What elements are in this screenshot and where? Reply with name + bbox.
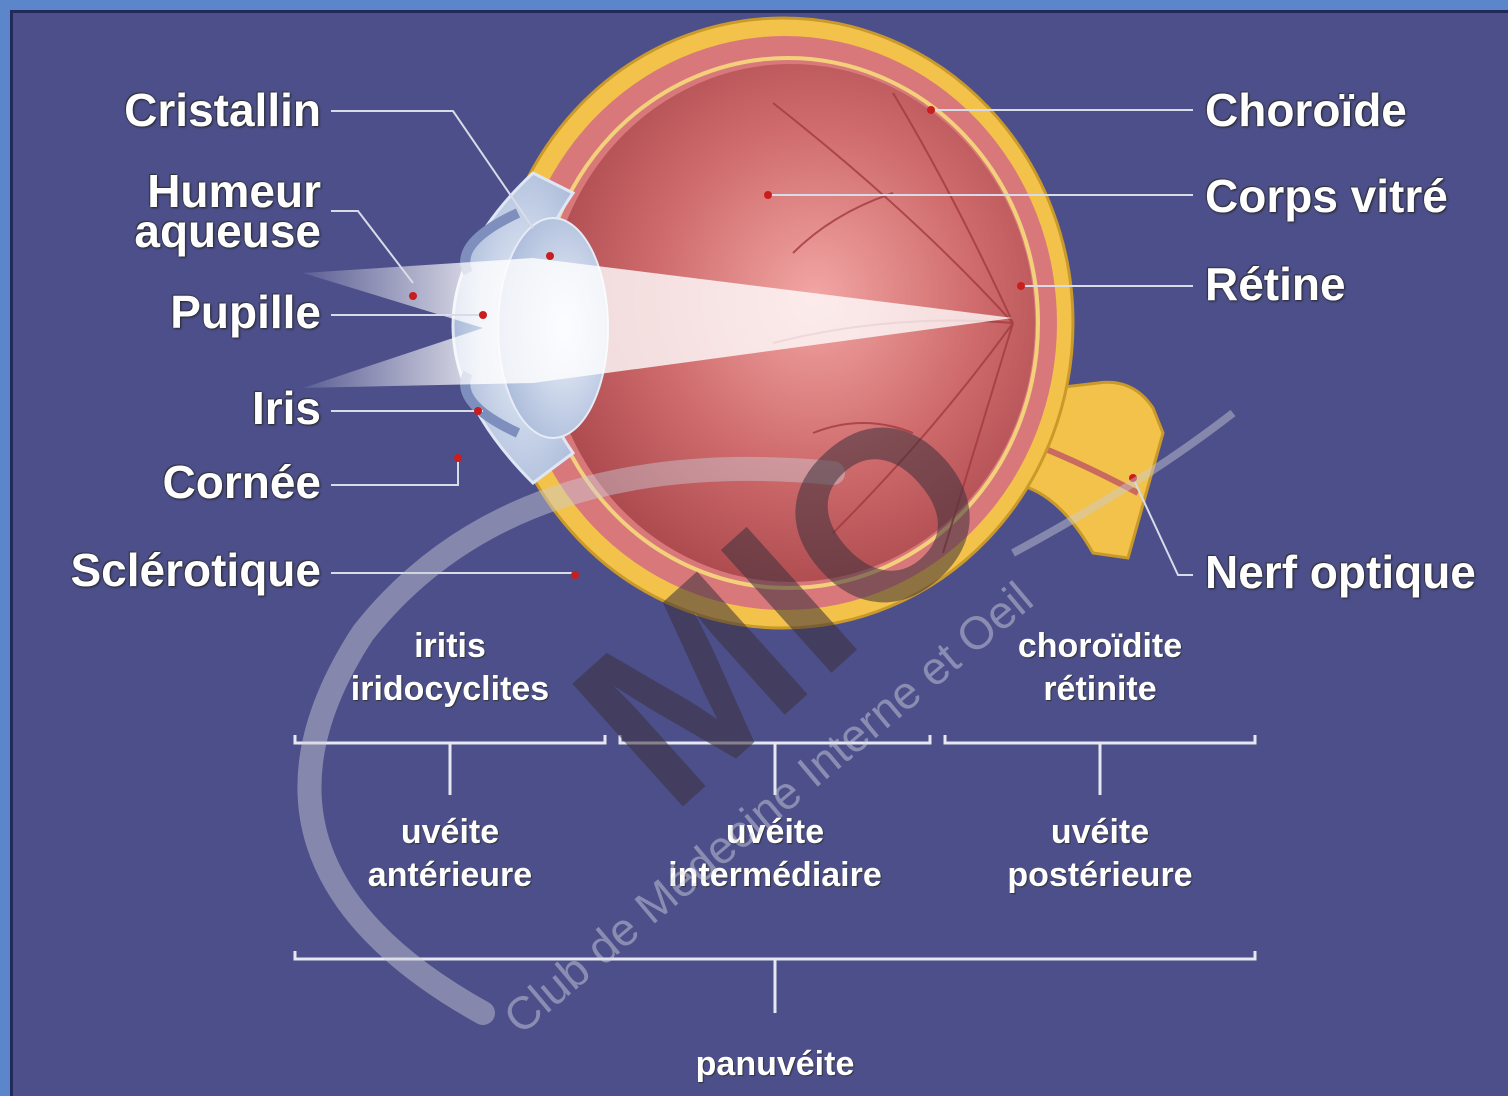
label-choroide: Choroïde bbox=[1205, 87, 1407, 133]
label-retine: Rétine bbox=[1205, 261, 1346, 307]
label-humeur-aqueuse: Humeur aqueuse bbox=[134, 171, 321, 252]
label-cornee: Cornée bbox=[163, 459, 321, 505]
label-pupille: Pupille bbox=[170, 289, 321, 335]
diagram-frame: Cristallin Humeur aqueuse Pupille Iris C… bbox=[10, 10, 1508, 1096]
bracket-total bbox=[295, 951, 1255, 959]
label-uveite-anterieure: uvéite antérieure bbox=[300, 811, 600, 896]
label-panuveite: panuvéite bbox=[625, 1043, 925, 1086]
label-iris: Iris bbox=[252, 385, 321, 431]
label-nerf-optique: Nerf optique bbox=[1205, 549, 1476, 595]
bracket-anterior bbox=[295, 735, 605, 743]
label-sclerotique: Sclérotique bbox=[70, 547, 321, 593]
label-corps-vitre: Corps vitré bbox=[1205, 173, 1448, 219]
label-uveite-posterieure: uvéite postérieure bbox=[950, 811, 1250, 896]
bracket-posterior bbox=[945, 735, 1255, 743]
label-cristallin: Cristallin bbox=[124, 87, 321, 133]
